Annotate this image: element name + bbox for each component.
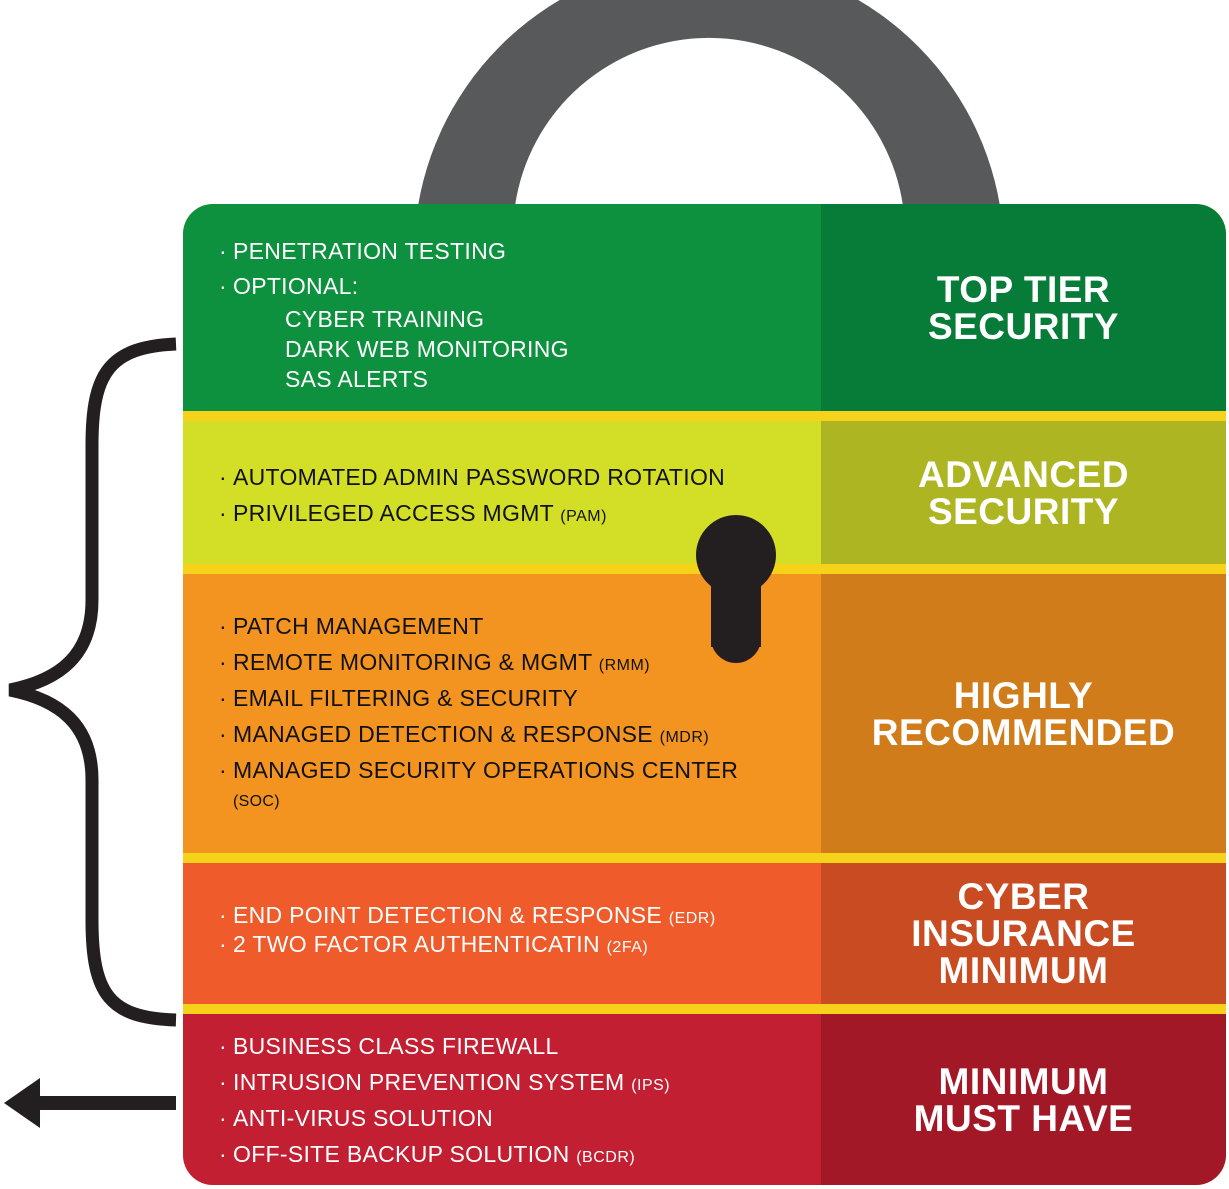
curly-brace-icon xyxy=(8,337,177,1027)
tier-title-line: MINIMUM xyxy=(938,1060,1109,1102)
tier-item-list: PENETRATION TESTING OPTIONAL: CYBER TRAINI… xyxy=(219,234,569,394)
list-item: 2 TWO FACTOR AUTHENTICATIN (2FA) xyxy=(219,930,716,959)
list-item-abbreviation: (SOC) xyxy=(233,793,280,810)
list-item: OFF-SITE BACKUP SOLUTION (BCDR) xyxy=(219,1136,670,1172)
tier-item-list: AUTOMATED ADMIN PASSWORD ROTATION PRIVILE… xyxy=(219,459,725,531)
list-item-abbreviation: (PAM) xyxy=(560,508,607,525)
tier-4: END POINT DETECTION & RESPONSE (EDR)2 TW… xyxy=(183,863,1226,1004)
tier-title-line: TOP TIER xyxy=(936,268,1111,310)
tier-item-list: BUSINESS CLASS FIREWALL INTRUSION PREVENT… xyxy=(219,1028,670,1172)
list-item-text: OPTIONAL: xyxy=(233,273,359,299)
list-item-text: PATCH MANAGEMENT xyxy=(233,613,484,639)
tier-items-panel: PATCH MANAGEMENT REMOTE MONITORING & MGMT… xyxy=(183,574,821,853)
list-item-text: MANAGED SECURITY OPERATIONS CENTER xyxy=(233,757,739,783)
tier-2: AUTOMATED ADMIN PASSWORD ROTATION PRIVILE… xyxy=(183,421,1226,564)
tier-5: BUSINESS CLASS FIREWALL INTRUSION PREVENT… xyxy=(183,1014,1226,1185)
tier-3: PATCH MANAGEMENT REMOTE MONITORING & MGMT… xyxy=(183,574,1226,853)
list-sub-item: DARK WEB MONITORING xyxy=(285,336,569,362)
list-item: MANAGED SECURITY OPERATIONS CENTER (SOC) xyxy=(219,752,738,814)
list-item-text: AUTOMATED ADMIN PASSWORD ROTATION xyxy=(233,464,726,490)
tier-1: PENETRATION TESTING OPTIONAL: CYBER TRAINI… xyxy=(183,204,1226,411)
tier-title-line: INSURANCE xyxy=(911,913,1136,954)
list-item-text: OFF-SITE BACKUP SOLUTION xyxy=(233,1141,570,1167)
list-item-abbreviation: (2FA) xyxy=(606,939,649,956)
tier-title-line: SECURITY xyxy=(927,305,1120,347)
list-item: REMOTE MONITORING & MGMT (RMM) xyxy=(219,644,738,680)
tier-title-line: RECOMMENDED xyxy=(871,711,1176,753)
list-item-text: MANAGED DETECTION & RESPONSE xyxy=(233,721,653,747)
tier-items-panel: AUTOMATED ADMIN PASSWORD ROTATION PRIVILE… xyxy=(183,421,821,564)
list-item: ANTI-VIRUS SOLUTION xyxy=(219,1100,670,1136)
list-item-text: END POINT DETECTION & RESPONSE xyxy=(233,902,663,928)
list-item: PRIVILEGED ACCESS MGMT (PAM) xyxy=(219,495,725,531)
list-item-abbreviation: (MDR) xyxy=(659,729,710,746)
tier-title-line: CYBER xyxy=(957,876,1090,917)
tier-item-list: PATCH MANAGEMENT REMOTE MONITORING & MGMT… xyxy=(219,608,738,814)
list-item-abbreviation: (BCDR) xyxy=(576,1149,636,1166)
list-item-abbreviation: (IPS) xyxy=(631,1077,671,1094)
list-item: PATCH MANAGEMENT xyxy=(219,608,738,644)
list-item-text: INTRUSION PREVENTION SYSTEM xyxy=(233,1069,625,1095)
tier-items-panel: END POINT DETECTION & RESPONSE (EDR)2 TW… xyxy=(183,863,821,1004)
list-item-abbreviation: (EDR) xyxy=(668,910,716,927)
list-item: AUTOMATED ADMIN PASSWORD ROTATION xyxy=(219,459,725,495)
tier-title-line: MINIMUM xyxy=(938,950,1109,991)
tier-title-line: HIGHLY xyxy=(953,674,1094,716)
arrow-left-icon xyxy=(4,1078,176,1128)
tier-title-line: SECURITY xyxy=(927,490,1120,532)
list-item: BUSINESS CLASS FIREWALL xyxy=(219,1028,670,1064)
list-sub-item: CYBER TRAINING xyxy=(285,306,485,332)
list-item-abbreviation: (RMM) xyxy=(598,657,651,674)
list-item: MANAGED DETECTION & RESPONSE (MDR) xyxy=(219,716,738,752)
tier-items-panel: PENETRATION TESTING OPTIONAL: CYBER TRAINI… xyxy=(183,204,821,411)
tier-item-list: END POINT DETECTION & RESPONSE (EDR)2 TW… xyxy=(219,901,716,959)
tier-items-panel: BUSINESS CLASS FIREWALL INTRUSION PREVENT… xyxy=(183,1014,821,1185)
list-item: EMAIL FILTERING & SECURITY xyxy=(219,680,738,716)
list-item: OPTIONAL: xyxy=(219,269,569,304)
list-item-text: BUSINESS CLASS FIREWALL xyxy=(233,1033,559,1059)
list-item-text: ANTI-VIRUS SOLUTION xyxy=(233,1105,494,1131)
list-item-text: REMOTE MONITORING & MGMT xyxy=(233,649,593,675)
list-item: PENETRATION TESTING xyxy=(219,234,569,269)
tier-title-line: MUST HAVE xyxy=(913,1097,1134,1139)
padlock-shackle xyxy=(418,0,1000,206)
list-item: INTRUSION PREVENTION SYSTEM (IPS) xyxy=(219,1064,670,1100)
list-item-text: EMAIL FILTERING & SECURITY xyxy=(233,685,579,711)
list-sub-item: SAS ALERTS xyxy=(285,366,429,392)
list-item-text: PRIVILEGED ACCESS MGMT xyxy=(233,500,554,526)
list-item-text: PENETRATION TESTING xyxy=(233,238,507,264)
list-item-text: 2 TWO FACTOR AUTHENTICATIN xyxy=(233,931,600,957)
tier-title-line: ADVANCED xyxy=(918,453,1129,495)
list-item: END POINT DETECTION & RESPONSE (EDR) xyxy=(219,901,716,930)
